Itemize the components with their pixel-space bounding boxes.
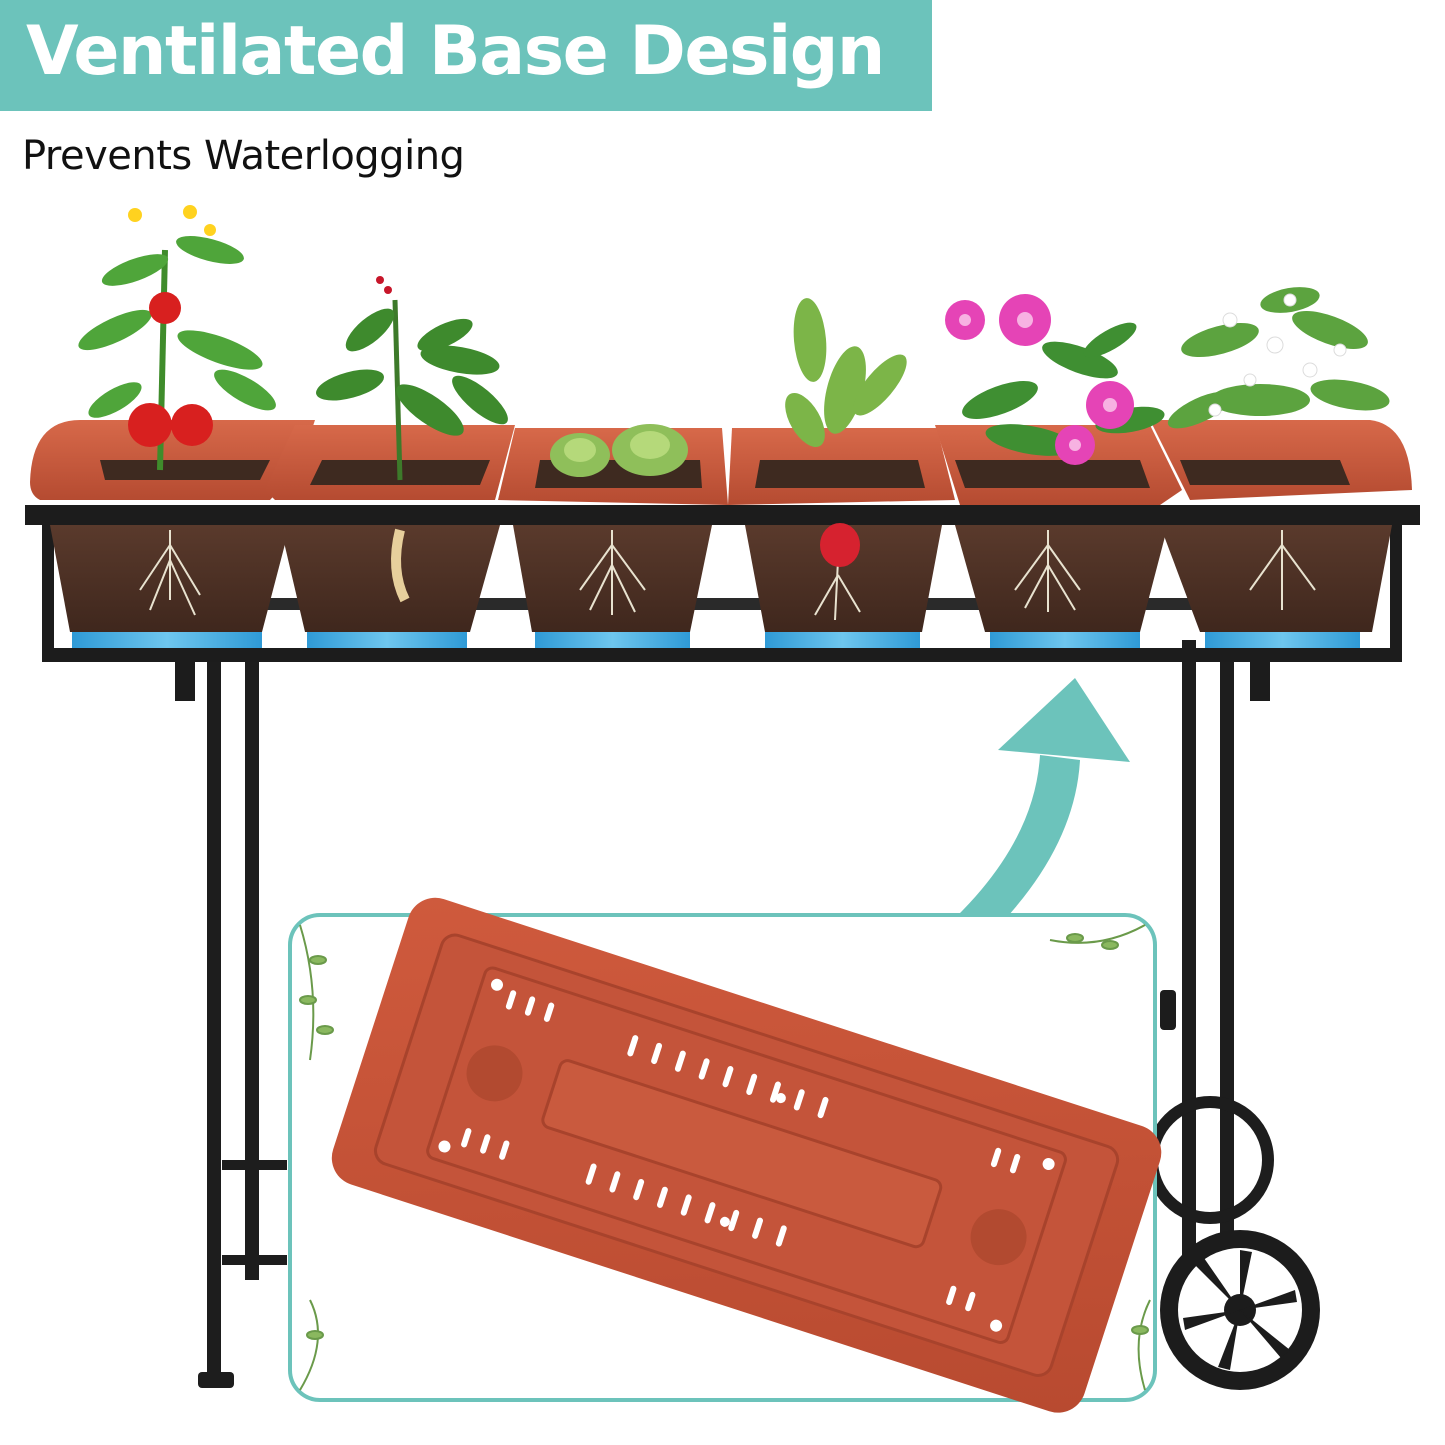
wheels [1146, 990, 1320, 1390]
pot-radish [728, 428, 955, 648]
pot-tomato [30, 420, 315, 648]
pot-ginseng [265, 425, 515, 648]
ginseng-plant [316, 276, 508, 481]
page-title: Ventilated Base Design [26, 12, 885, 91]
pot-row [30, 420, 1412, 648]
pot-azalea [935, 425, 1182, 648]
cart-frame [25, 505, 1420, 701]
pot-jasmine [1150, 420, 1412, 648]
radish-greens [785, 298, 907, 448]
up-arrow-icon [955, 678, 1130, 935]
title-banner: Ventilated Base Design [0, 0, 932, 111]
tomato-plant [78, 205, 276, 471]
azalea-plant [945, 294, 1165, 465]
radish [820, 523, 860, 567]
roots [139, 528, 1316, 621]
succulent-plant [550, 424, 688, 477]
cart-legs [198, 640, 1236, 1388]
inset-drainage-detail [288, 897, 1162, 1413]
jasmine-plant [1167, 287, 1390, 429]
page-subtitle: Prevents Waterlogging [22, 133, 465, 179]
